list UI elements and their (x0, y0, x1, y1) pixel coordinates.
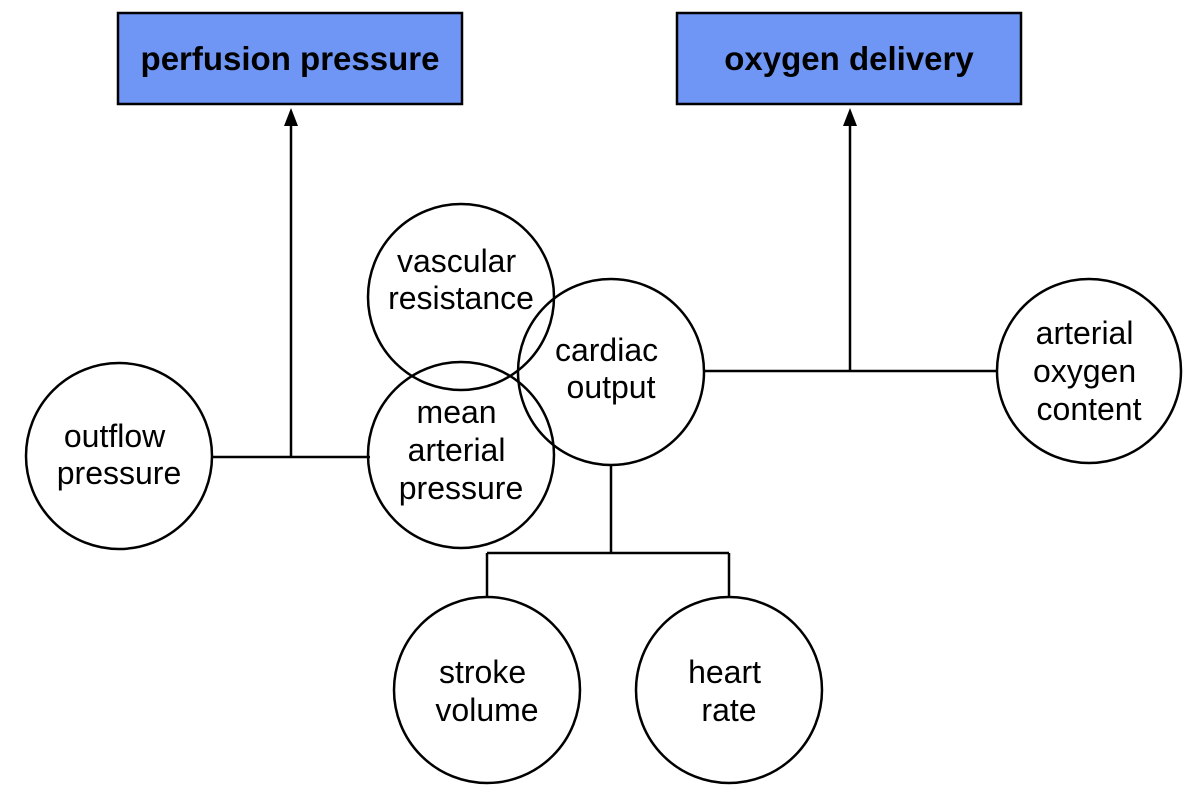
vascular-resistance-line-2: resistance (388, 280, 534, 316)
heart-rate-line-1: heart (688, 654, 761, 690)
mean-arterial-pressure-line-1: mean (417, 394, 497, 430)
cardiac-output-label: cardiac output (555, 332, 667, 405)
oxygen-delivery-label: oxygen delivery (724, 40, 974, 77)
mean-arterial-pressure-label: mean arterial pressure (399, 394, 524, 506)
stroke-volume-line-1: stroke (439, 654, 526, 690)
arrowhead-oxygen-delivery (843, 108, 857, 126)
perfusion-pressure-label: perfusion pressure (141, 40, 440, 77)
mean-arterial-pressure-line-3: pressure (399, 470, 524, 506)
mean-arterial-pressure-line-2: arterial (408, 432, 506, 468)
arterial-oxygen-content-line-1: arterial (1036, 315, 1134, 351)
arterial-oxygen-content-line-3: content (1037, 391, 1142, 427)
outflow-pressure-line-1: outflow (64, 418, 166, 454)
vascular-resistance-label: vascular resistance (388, 243, 534, 316)
oxygen-delivery-box: oxygen delivery (675, 11, 1023, 106)
arterial-oxygen-content-line-2: oxygen (1033, 353, 1136, 389)
arrowhead-perfusion-pressure (284, 108, 298, 126)
outflow-pressure-line-2: pressure (57, 455, 182, 491)
svg-text:arterial oxygen co: arterial oxygen content (1033, 315, 1145, 427)
mean-arterial-pressure-node (366, 360, 556, 550)
heart-rate-line-2: rate (701, 692, 756, 728)
vascular-resistance-line-1: vascular (397, 243, 517, 279)
heart-rate-node: heart rate (634, 595, 824, 785)
outflow-pressure-node: outflow pressure (24, 361, 214, 551)
svg-text:outflow pressure: outflow pressure (57, 418, 182, 491)
perfusion-pressure-box: perfusion pressure (116, 11, 464, 106)
cardiac-output-node (516, 277, 706, 467)
svg-text:heart rate: heart rate (688, 654, 770, 728)
stroke-volume-node: stroke volume (392, 595, 582, 785)
cardiac-output-line-1: cardiac (555, 332, 658, 368)
svg-text:stroke volume: stroke volume (435, 654, 538, 728)
connectors (212, 108, 998, 598)
arterial-oxygen-content-node: arterial oxygen content (995, 277, 1183, 465)
cardiac-output-line-2: output (567, 369, 656, 405)
stroke-volume-line-2: volume (435, 692, 538, 728)
